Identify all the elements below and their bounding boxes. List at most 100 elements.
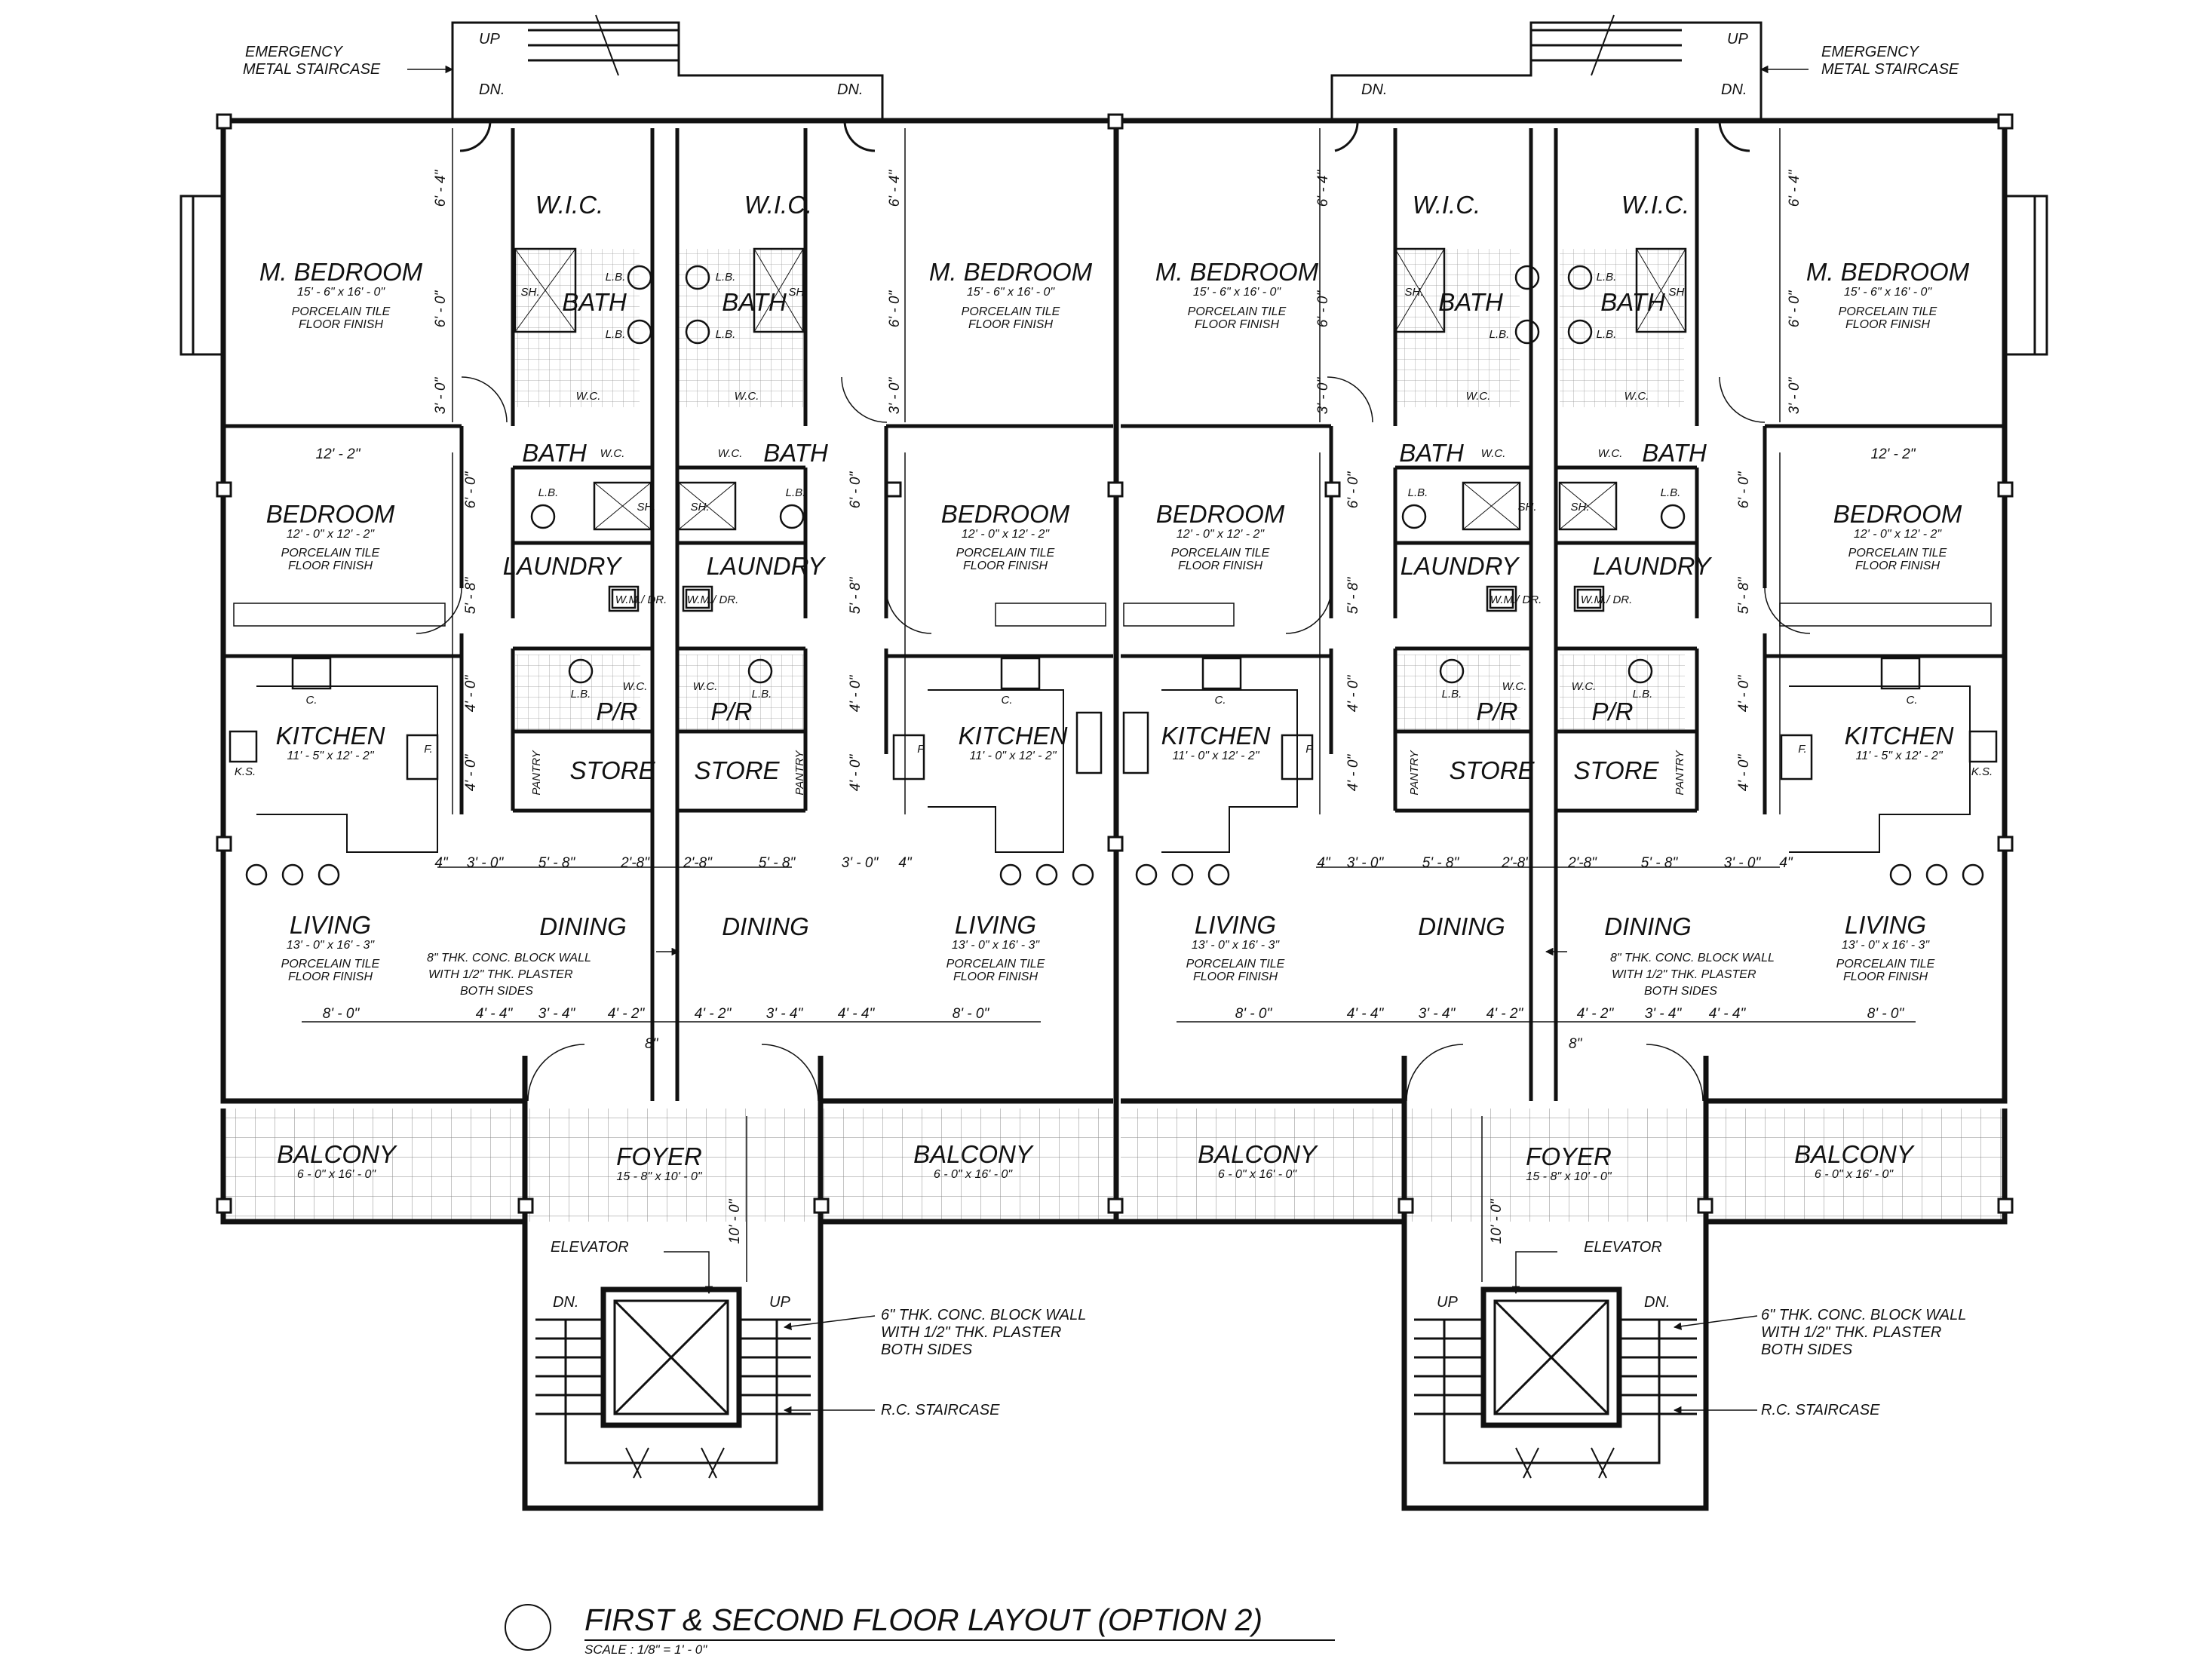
room-pantry: PANTRY (1674, 750, 1686, 795)
finish-note: FLOOR FINISH (299, 318, 383, 331)
dim-label: 10' - 0" (727, 1198, 743, 1243)
room-bath: BATH (1642, 439, 1707, 467)
finish-note: FLOOR FINISH (953, 971, 1038, 983)
fixture-lb: L.B. (606, 271, 626, 284)
room-dim: 13' - 0" x 16' - 3" (287, 939, 376, 952)
fixture-wc: W.C. (1466, 390, 1491, 403)
room-dim: 12' - 0" x 12' - 2" (1177, 528, 1266, 541)
dim-label: 4' - 4" (476, 1006, 514, 1022)
fixture-shower: SH. (1404, 286, 1423, 299)
room-bath: BATH (562, 288, 627, 316)
finish-note: PORCELAIN TILE (1848, 547, 1947, 560)
fixture-wc: W.C. (1481, 447, 1506, 460)
room-dim: 6 - 0" x 16' - 0" (1815, 1168, 1894, 1181)
room-powder: P/R (596, 698, 637, 725)
room-bath: BATH (763, 439, 828, 467)
dim-label: 3' - 4" (538, 1006, 576, 1022)
room-dining: DINING (722, 912, 809, 940)
structural-columns (216, 113, 2014, 1214)
room-dim: 11' - 0" x 12' - 2" (1173, 750, 1260, 762)
dim-label: 3' - 4" (1645, 1006, 1683, 1022)
dim-label: 4" (1317, 855, 1331, 871)
room-wic: W.I.C. (1621, 191, 1689, 219)
fixture-lb: L.B. (1442, 688, 1462, 701)
room-bedroom: BEDROOM (266, 500, 395, 528)
dim-label: 4' - 0" (848, 754, 864, 792)
fixture-fridge: F. (424, 743, 432, 756)
room-balcony: BALCONY (277, 1140, 397, 1168)
fixture-cooktop: C. (1215, 694, 1226, 707)
fixture-kitchen-sink: K.S. (1971, 765, 1993, 778)
dim-label: 2'-8" (1501, 855, 1531, 871)
dim-label: 2'-8" (1567, 855, 1597, 871)
finish-note: FLOOR FINISH (1195, 318, 1279, 331)
finish-note: FLOOR FINISH (1855, 560, 1940, 572)
fixture-shower: SH. (1570, 501, 1589, 514)
fixture-cooktop: C. (306, 694, 318, 707)
fixture-washer-dryer: W.M./ DR. (1581, 593, 1633, 606)
emergency-stair-note-l2: METAL STAIRCASE (243, 61, 381, 78)
wall6-note-l3: BOTH SIDES (881, 1342, 973, 1358)
dim-label: 4" (898, 855, 913, 871)
room-balcony: BALCONY (1198, 1140, 1318, 1168)
fixture-lb: L.B. (1408, 486, 1428, 499)
fixture-labels: L.B. L.B. L.B. L.B. L.B. L.B. L.B. SH. S… (235, 271, 1993, 778)
dim-label: 8' - 0" (1235, 1006, 1273, 1022)
room-dim: 15 - 8" x 10' - 0" (616, 1170, 702, 1183)
wall8-note-l1: 8" THK. CONC. BLOCK WALL (427, 952, 591, 964)
fixture-kitchen-sink: K.S. (235, 765, 256, 778)
room-laundry: LAUNDRY (503, 552, 622, 580)
wall-thk-8in: 8" (1569, 1036, 1583, 1052)
finish-note: FLOOR FINISH (968, 318, 1053, 331)
fixture-wc: W.C. (1598, 447, 1623, 460)
dim-label: 4' - 4" (838, 1006, 876, 1022)
finish-note: FLOOR FINISH (963, 560, 1048, 572)
fixture-wc: W.C. (600, 447, 625, 460)
emergency-stairs (451, 14, 1763, 152)
finish-note: FLOOR FINISH (1193, 971, 1278, 983)
room-wic: W.I.C. (744, 191, 812, 219)
interior-walls (223, 128, 2005, 1101)
finish-note: FLOOR FINISH (1843, 971, 1928, 983)
room-m-bedroom: M. BEDROOM (929, 258, 1093, 286)
fixture-fridge: F. (1305, 743, 1314, 756)
notes: EMERGENCY METAL STAIRCASE EMERGENCY META… (243, 31, 1966, 1418)
room-store: STORE (569, 756, 655, 784)
dim-label: 6' - 0" (433, 290, 449, 328)
room-bedroom: BEDROOM (941, 500, 1070, 528)
room-laundry: LAUNDRY (707, 552, 826, 580)
fixture-shower: SH. (1517, 501, 1536, 514)
fixture-washer-dryer: W.M./ DR. (615, 593, 667, 606)
dim-label: 4' - 0" (1345, 675, 1361, 713)
room-store: STORE (1573, 756, 1659, 784)
dim-label: 12' - 2" (316, 446, 361, 462)
dim-label: 4' - 0" (463, 675, 479, 713)
dim-label: 6' - 0" (1315, 290, 1331, 328)
dim-label: 6' - 0" (848, 471, 864, 509)
room-powder: P/R (1591, 698, 1633, 725)
drawing-title: FIRST & SECOND FLOOR LAYOUT (OPTION 2) (584, 1602, 1262, 1637)
dim-label: 5' - 8" (848, 577, 864, 615)
wall6-note-l2: WITH 1/2" THK. PLASTER (1761, 1324, 1941, 1341)
wall8-note-l3: BOTH SIDES (460, 985, 533, 998)
fixture-cooktop: C. (1907, 694, 1918, 707)
fixture-lb: L.B. (1597, 271, 1617, 284)
room-balcony: BALCONY (1794, 1140, 1915, 1168)
fixture-wc: W.C. (1624, 390, 1649, 403)
finish-note: PORCELAIN TILE (281, 958, 380, 971)
dim-label: 6' - 0" (887, 290, 903, 328)
room-bath: BATH (522, 439, 587, 467)
room-dining: DINING (539, 912, 627, 940)
dim-label: 3' - 0" (1787, 377, 1802, 415)
room-pantry: PANTRY (793, 750, 806, 795)
room-m-bedroom: M. BEDROOM (259, 258, 423, 286)
stair-up-label: UP (479, 31, 500, 48)
room-laundry: LAUNDRY (1593, 552, 1712, 580)
fixture-lb: L.B. (716, 328, 736, 341)
room-dim: 12' - 0" x 12' - 2" (1854, 528, 1943, 541)
stair-core-right (1414, 1286, 1697, 1479)
room-foyer: FOYER (1526, 1142, 1612, 1170)
fixture-lb: L.B. (538, 486, 559, 499)
dim-label: 2'-8" (683, 855, 713, 871)
stair-dn-label: DN. (553, 1294, 578, 1311)
